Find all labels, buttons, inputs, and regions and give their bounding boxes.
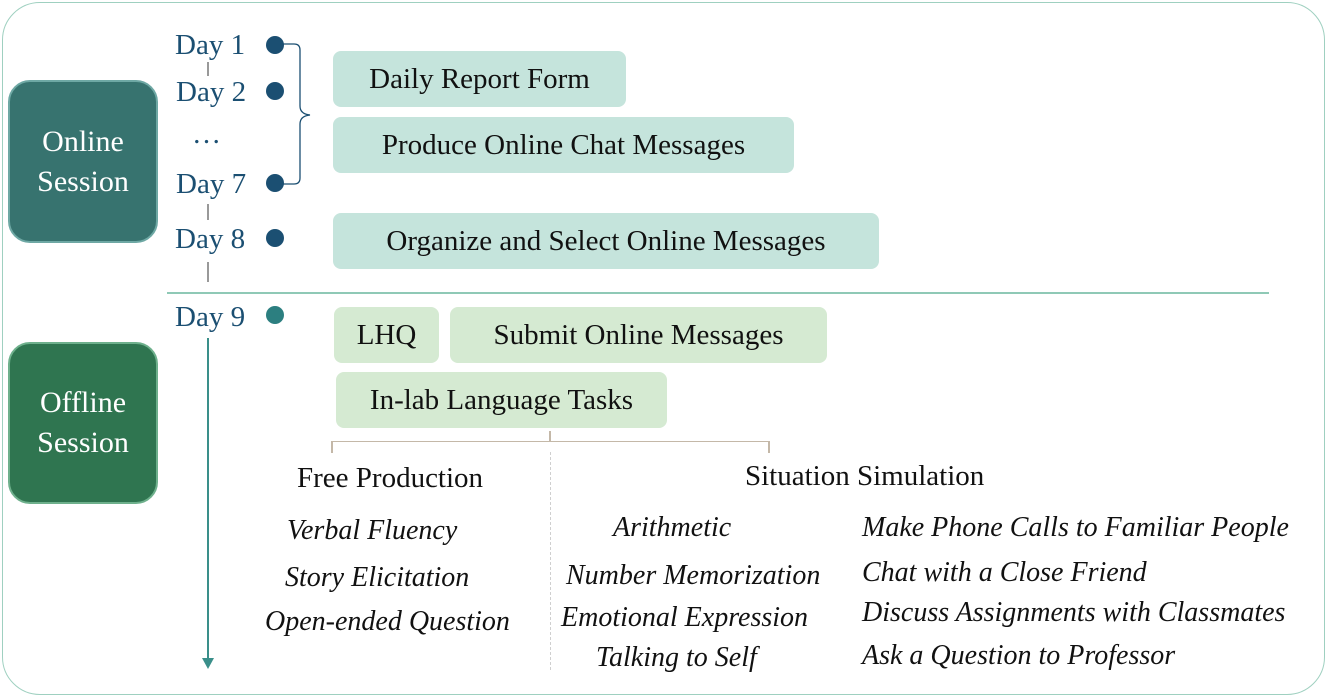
timeline-connector [207, 62, 209, 76]
online-session-line1: Online [42, 124, 124, 158]
day-marker-9 [266, 306, 284, 324]
submit-messages-box: Submit Online Messages [450, 307, 827, 363]
free-production-heading: Free Production [297, 462, 484, 494]
organize-messages-box: Organize and Select Online Messages [333, 213, 879, 269]
day-ellipsis: … [192, 118, 221, 150]
simulation-left-item: Arithmetic [613, 512, 732, 543]
free-production-item: Story Elicitation [285, 562, 470, 593]
simulation-right-item: Ask a Question to Professor [862, 640, 1176, 671]
days-brace [282, 43, 311, 185]
session-divider [167, 292, 1269, 294]
lhq-box: LHQ [334, 307, 439, 363]
day-marker-8 [266, 229, 284, 247]
offline-session-label: Offline Session [8, 342, 158, 504]
simulation-left-item: Talking to Self [596, 642, 757, 673]
day-marker-2 [266, 82, 284, 100]
simulation-left-item: Emotional Expression [561, 602, 809, 633]
day-label-9: Day 9 [175, 301, 246, 333]
day-marker-7 [266, 174, 284, 192]
situation-simulation-heading: Situation Simulation [745, 460, 985, 492]
free-production-item: Open-ended Question [265, 606, 510, 637]
day-label-8: Day 8 [175, 223, 246, 255]
simulation-left-item: Number Memorization [566, 560, 821, 591]
timeline-connector [207, 204, 209, 220]
day-label-1: Day 1 [175, 29, 246, 61]
free-production-item: Verbal Fluency [287, 515, 458, 546]
tasks-bracket-right-tick [768, 441, 770, 453]
produce-messages-box: Produce Online Chat Messages [333, 117, 794, 173]
inlab-tasks-box: In-lab Language Tasks [336, 372, 667, 428]
simulation-right-item: Chat with a Close Friend [862, 557, 1147, 588]
daily-report-form-box: Daily Report Form [333, 51, 626, 107]
offline-session-line1: Offline [39, 386, 127, 419]
offline-session-line2: Session [37, 426, 129, 459]
tasks-bracket [331, 441, 769, 442]
online-session-line2: Session [37, 164, 129, 198]
category-separator [550, 452, 551, 670]
timeline-connector [207, 262, 209, 282]
day-label-7: Day 7 [176, 168, 247, 200]
simulation-right-item: Discuss Assignments with Classmates [862, 597, 1286, 628]
tasks-bracket-left-tick [331, 441, 333, 453]
timeline-arrow-line [207, 338, 209, 660]
tasks-bracket-center-tick [549, 431, 551, 441]
simulation-right-item: Make Phone Calls to Familiar People [862, 512, 1289, 543]
day-marker-1 [266, 36, 284, 54]
day-label-2: Day 2 [176, 76, 247, 108]
online-session-label: Online Session [8, 80, 158, 243]
timeline-arrowhead [202, 658, 214, 669]
